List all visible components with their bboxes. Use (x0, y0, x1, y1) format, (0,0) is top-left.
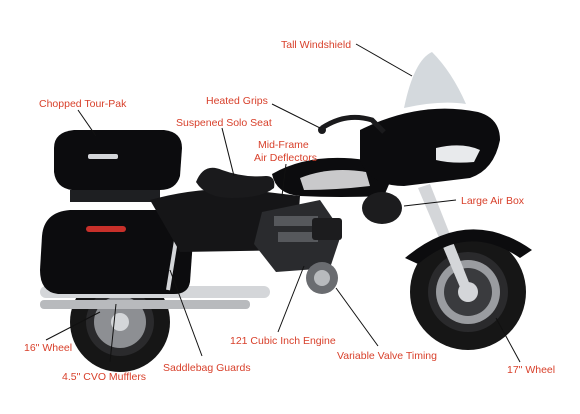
leader-variable-valve-timing (335, 287, 379, 347)
air-box (362, 192, 402, 224)
callout-17-wheel: 17" Wheel (507, 364, 556, 376)
handlebar (320, 114, 386, 134)
callout-16-wheel: 16" Wheel (24, 342, 73, 354)
solo-seat (196, 167, 275, 198)
leader-large-air-box (403, 199, 457, 207)
callout-mid-frame-line-2: Air Deflectors (254, 152, 318, 164)
callout-variable-valve-timing: Variable Valve Timing (337, 350, 437, 362)
leader-cvo-mufflers (109, 303, 117, 363)
leader-mid-frame-air-deflectors (281, 163, 287, 197)
callout-mid-frame-line-1: Mid-Frame (258, 139, 309, 151)
saddlebag (40, 210, 194, 294)
leader-chopped-tour-pak (77, 109, 97, 137)
leader-saddlebag-guards (169, 269, 203, 357)
leader-suspened-solo-seat (221, 127, 235, 177)
leader-16-wheel (45, 311, 101, 341)
engine (254, 200, 342, 294)
callout-suspened-solo-seat: Suspened Solo Seat (176, 117, 272, 129)
front-fender (405, 229, 532, 264)
callout-cvo-mufflers: 4.5" CVO Mufflers (62, 371, 147, 383)
tour-pak (54, 130, 182, 190)
leader-heated-grips (271, 103, 321, 129)
leader-121-cubic-inch-engine (277, 265, 305, 333)
callout-heated-grips: Heated Grips (206, 95, 268, 107)
callout-121-cubic-inch-engine: 121 Cubic Inch Engine (230, 335, 336, 347)
fairing (360, 108, 500, 186)
leader-17-wheel (495, 317, 521, 363)
callout-tall-windshield: Tall Windshield (281, 39, 352, 51)
callout-saddlebag-guards: Saddlebag Guards (163, 362, 251, 374)
leader-tall-windshield (355, 43, 413, 77)
callout-large-air-box: Large Air Box (461, 195, 525, 207)
windshield (404, 52, 466, 108)
callout-chopped-tour-pak: Chopped Tour-Pak (39, 98, 127, 110)
